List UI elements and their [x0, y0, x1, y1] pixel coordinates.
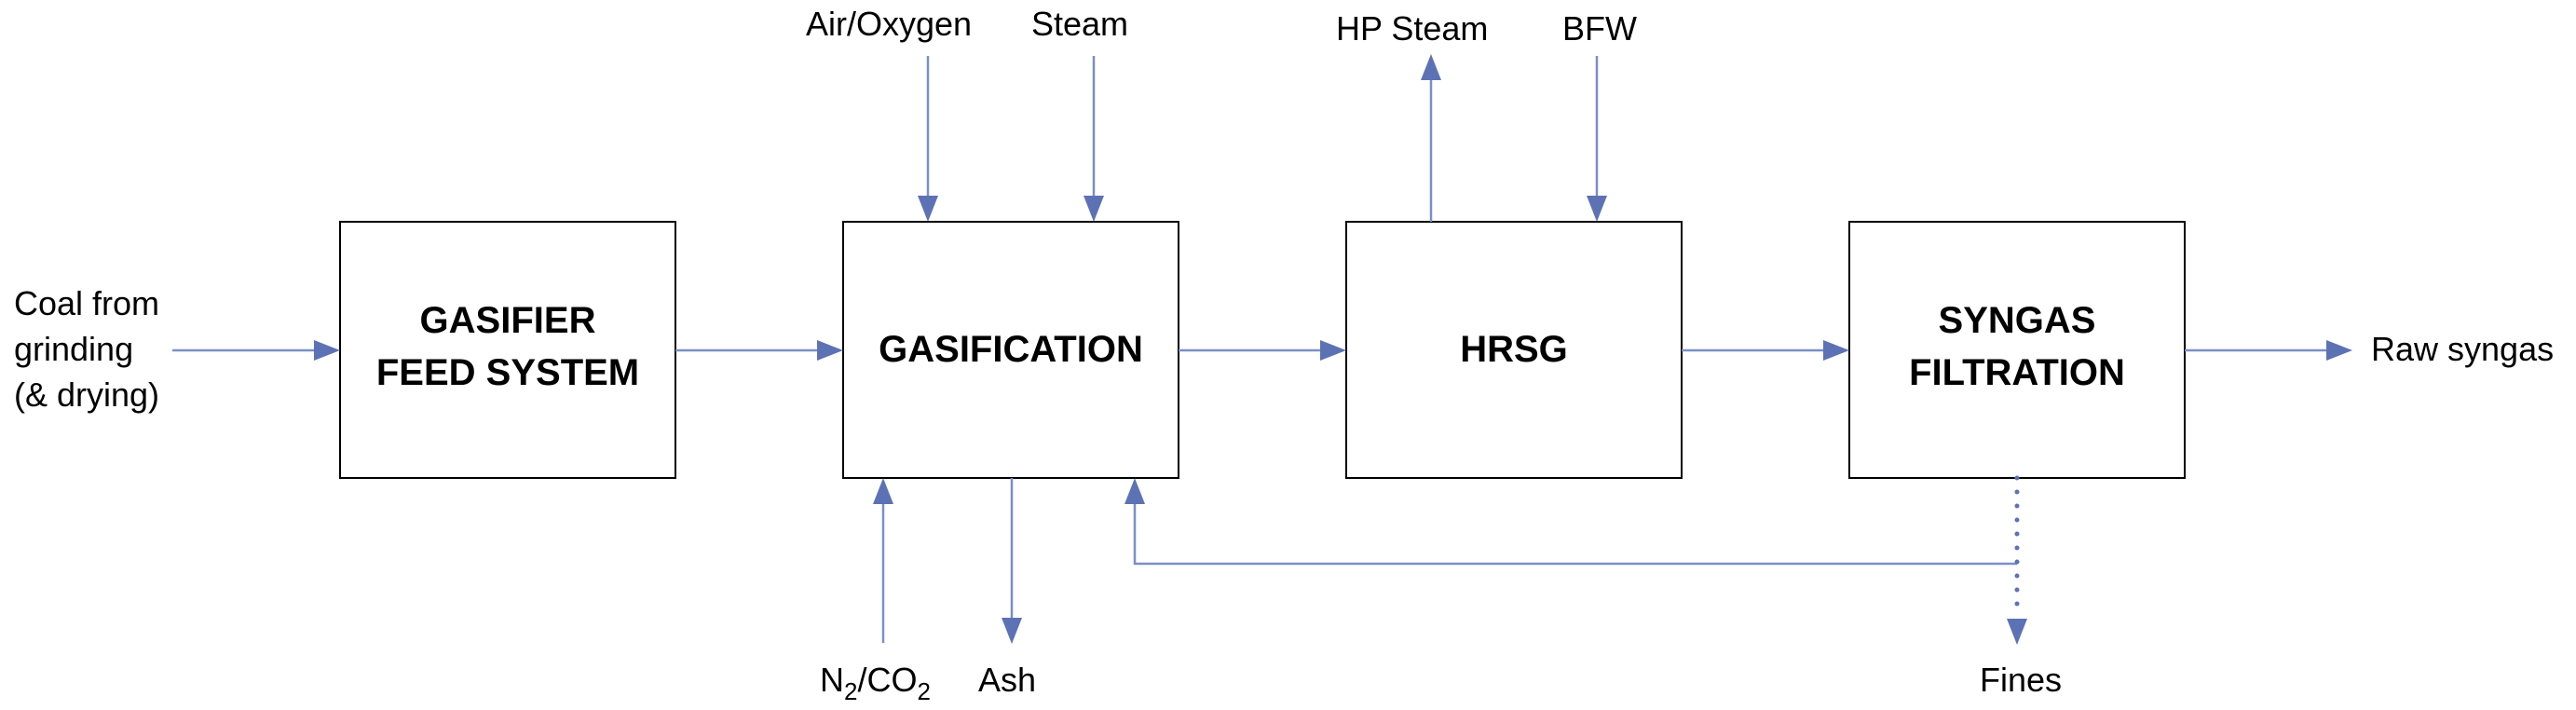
n2-co2-arrow [873, 478, 893, 643]
gasification-label: GASIFICATION [879, 329, 1143, 370]
n2-co2-n-subscript: 2 [844, 677, 857, 705]
gasifier-feed-system-label-line1: GASIFIER [420, 300, 596, 341]
gasification-block: GASIFICATION [842, 221, 1179, 479]
n2-co2-label: N2/CO2 [820, 661, 931, 705]
air-oxygen-label: Air/Oxygen [806, 5, 972, 43]
gasification-to-hrsg-arrow [1179, 340, 1346, 361]
n2-co2-n: N [820, 661, 844, 699]
hp-steam-arrow [1421, 54, 1441, 222]
raw-syngas-label: Raw syngas [2371, 330, 2554, 368]
raw-syngas-outlet-arrow [2185, 340, 2352, 361]
hrsg-label: HRSG [1460, 329, 1568, 370]
ash-arrow [1002, 478, 1022, 644]
gasifier-feed-system-label-line2: FEED SYSTEM [376, 352, 639, 393]
coal-feed-arrow [172, 340, 340, 361]
hrsg-to-filtration-arrow [1682, 340, 1849, 361]
coal-feed-label-line1: Coal from [14, 284, 159, 322]
syngas-filtration-block: SYNGAS FILTRATION [1848, 221, 2186, 479]
n2-co2-separator: /CO [857, 661, 917, 699]
bfw-label: BFW [1562, 9, 1637, 48]
gasifier-feed-system-block: GASIFIER FEED SYSTEM [339, 221, 676, 479]
syngas-filtration-label-line1: SYNGAS [1939, 300, 2096, 341]
air-oxygen-arrow [918, 56, 938, 222]
coal-feed-label-line2: grinding [14, 330, 133, 368]
steam-label: Steam [1031, 5, 1128, 43]
fines-label: Fines [1980, 661, 2062, 699]
bfw-arrow [1587, 56, 1607, 222]
n2-co2-co-subscript: 2 [917, 677, 930, 705]
steam-arrow [1084, 56, 1104, 222]
feed-to-gasification-arrow [675, 340, 843, 361]
fines-recycle-line [1124, 478, 2017, 566]
coal-feed-label-line3: (& drying) [14, 375, 159, 414]
syngas-filtration-label-line2: FILTRATION [1909, 352, 2125, 393]
hrsg-block: HRSG [1345, 221, 1683, 479]
hp-steam-label: HP Steam [1336, 9, 1488, 48]
fines-discharge-arrow [2007, 475, 2027, 645]
ash-label: Ash [978, 661, 1036, 699]
